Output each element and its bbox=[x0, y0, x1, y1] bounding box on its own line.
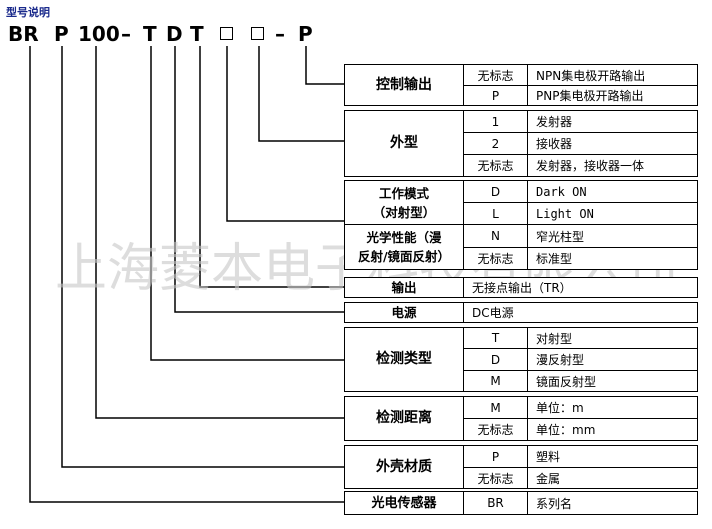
code-box-2 bbox=[251, 27, 264, 40]
option-code: M bbox=[463, 370, 528, 392]
option-desc: 无接点输出（TR） bbox=[463, 277, 698, 298]
line-shell bbox=[61, 46, 344, 468]
code-t: T bbox=[143, 22, 157, 46]
category-shell: 外壳材质 bbox=[344, 445, 464, 489]
option-desc: 发射器，接收器一体 bbox=[527, 154, 698, 177]
option-desc: 金属 bbox=[527, 467, 698, 489]
line-distance bbox=[95, 46, 344, 419]
category-work-mode: 工作模式 （对射型） bbox=[344, 180, 464, 225]
option-code: P bbox=[463, 85, 528, 106]
line-appearance bbox=[258, 46, 344, 142]
code-100: 100 bbox=[78, 22, 120, 46]
option-desc: DC电源 bbox=[463, 302, 698, 323]
option-desc: 塑料 bbox=[527, 445, 698, 468]
category-control-output: 控制输出 bbox=[344, 64, 464, 106]
line-output bbox=[199, 46, 344, 288]
line-power bbox=[174, 46, 344, 313]
option-desc: 漫反射型 bbox=[527, 348, 698, 371]
option-code: 无标志 bbox=[463, 418, 528, 441]
option-code: 无标志 bbox=[463, 154, 528, 177]
option-code: 无标志 bbox=[463, 467, 528, 489]
option-code: 无标志 bbox=[463, 64, 528, 86]
option-code: T bbox=[463, 327, 528, 349]
category-work-mode-line2: （对射型） bbox=[372, 204, 436, 220]
category-detect-type: 检测类型 bbox=[344, 327, 464, 392]
category-optical-line1: 光学性能（漫 bbox=[366, 230, 442, 245]
code-br: BR bbox=[8, 22, 39, 46]
option-desc: 窄光柱型 bbox=[527, 224, 698, 248]
code-t2: T bbox=[190, 22, 204, 46]
option-desc: 发射器 bbox=[527, 110, 698, 133]
option-code: 无标志 bbox=[463, 247, 528, 270]
code-box-1 bbox=[220, 27, 233, 40]
code-p: P bbox=[54, 22, 69, 46]
category-work-mode-line1: 工作模式 bbox=[378, 185, 429, 201]
option-desc: Dark ON bbox=[527, 180, 698, 203]
line-sensor bbox=[29, 46, 344, 503]
option-code: D bbox=[463, 180, 528, 203]
option-desc: 标准型 bbox=[527, 247, 698, 270]
option-desc: 单位：m bbox=[527, 396, 698, 419]
code-p2: P bbox=[298, 22, 313, 46]
option-desc: 系列名 bbox=[527, 491, 698, 515]
category-sensor: 光电传感器 bbox=[344, 491, 464, 515]
option-desc: NPN集电极开路输出 bbox=[527, 64, 698, 86]
code-dash-1: – bbox=[121, 22, 131, 46]
option-code: 2 bbox=[463, 132, 528, 155]
option-code: BR bbox=[463, 491, 528, 515]
option-code: L bbox=[463, 202, 528, 225]
option-code: N bbox=[463, 224, 528, 248]
header-title: 型号说明 bbox=[6, 6, 50, 19]
option-desc: 单位：mm bbox=[527, 418, 698, 441]
line-work-mode bbox=[226, 46, 344, 222]
category-power: 电源 bbox=[344, 302, 464, 323]
category-distance: 检测距离 bbox=[344, 396, 464, 441]
option-code: M bbox=[463, 396, 528, 419]
option-desc: 接收器 bbox=[527, 132, 698, 155]
option-code: P bbox=[463, 445, 528, 468]
code-d: D bbox=[166, 22, 183, 46]
option-desc: 镜面反射型 bbox=[527, 370, 698, 392]
option-desc: PNP集电极开路输出 bbox=[527, 85, 698, 106]
category-optical-line2: 反射/镜面反射） bbox=[357, 249, 451, 264]
line-control-output bbox=[305, 46, 344, 85]
option-desc: Light ON bbox=[527, 202, 698, 225]
category-appearance: 外型 bbox=[344, 110, 464, 177]
line-detect-type bbox=[150, 46, 344, 361]
category-optical: 光学性能（漫 反射/镜面反射） bbox=[344, 224, 464, 270]
category-output: 输出 bbox=[344, 277, 464, 298]
option-code: D bbox=[463, 348, 528, 371]
option-code: 1 bbox=[463, 110, 528, 133]
code-dash-2: – bbox=[275, 22, 285, 46]
option-desc: 对射型 bbox=[527, 327, 698, 349]
